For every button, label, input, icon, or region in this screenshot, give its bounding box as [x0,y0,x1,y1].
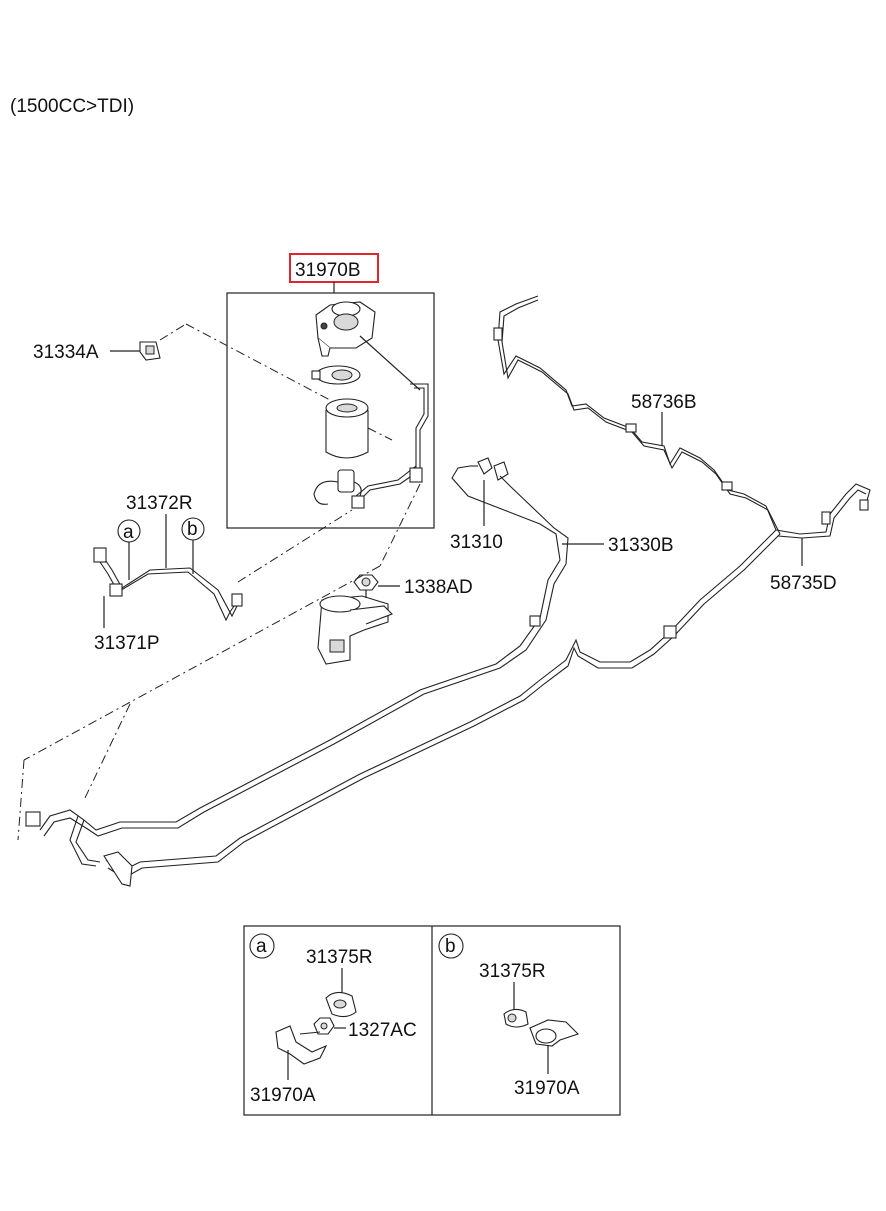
dash-cartridge [367,427,393,441]
engine-condition-label: (1500CC>TDI) [10,96,134,117]
fuel-filter-cartridge[interactable] [325,398,369,459]
fuel-line-58735D[interactable] [775,483,871,539]
detail-b-marker-circle [438,933,464,959]
detail-a-callout-31375R[interactable]: 31375R [306,947,373,968]
callout-58735D[interactable]: 58735D [770,573,837,594]
detail-b-callout-31375R[interactable]: 31375R [479,961,546,982]
dash-hose-filter [237,509,353,583]
callout-1338AD[interactable]: 1338AD [404,577,473,598]
filter-inlet-pipe-inner [414,387,425,468]
dash-long-4 [83,703,131,801]
filter-gasket-ring[interactable] [311,365,361,385]
fuel-filter-head[interactable] [315,301,376,357]
filter-fitting-2 [351,495,365,509]
detail-b-bracket[interactable] [529,1019,580,1047]
dash-long-3 [17,759,25,841]
callout-31310[interactable]: 31310 [450,532,503,553]
nut-1338AD[interactable] [353,574,379,591]
dash-long-2 [23,565,381,761]
connector-31310[interactable] [470,457,509,481]
water-sensor[interactable] [313,469,362,505]
fuel-line-31330B[interactable] [25,465,569,867]
dash-31334A-b [185,323,331,401]
filter-inlet-pipe [410,383,429,470]
detail-b-marker: b [445,936,456,957]
detail-a-callout-31970A[interactable]: 31970A [250,1085,316,1106]
fuel-line-58736B[interactable] [493,295,781,535]
detail-a-marker: a [256,936,267,957]
fuel-filter-assembly-box [226,292,435,529]
head-connector-line [359,335,421,391]
dash-31334A-a [159,323,187,341]
callout-31330B[interactable]: 31330B [608,535,674,556]
return-fuel-line[interactable] [103,529,781,887]
marker-a-label: a [123,522,134,543]
callout-31372R[interactable]: 31372R [126,493,193,514]
detail-a-marker-circle [249,933,275,959]
filter-fitting [409,467,423,483]
detail-a-callout-1327AC[interactable]: 1327AC [348,1020,417,1041]
clip-31334A[interactable] [139,341,161,361]
dash-long-1 [379,483,421,567]
filter-bracket[interactable] [317,595,393,665]
fuel-hose-31372R[interactable] [93,547,243,622]
detail-a-nut[interactable] [313,1017,335,1035]
detail-a-grommet[interactable] [325,991,357,1018]
detail-a-bracket[interactable] [275,1025,328,1065]
marker-b-label: b [187,519,198,540]
detail-b-callout-31970A[interactable]: 31970A [514,1078,580,1099]
detail-b-grommet[interactable] [503,1008,529,1028]
callout-31970B[interactable]: 31970B [295,260,361,281]
callout-58736B[interactable]: 58736B [631,392,697,413]
filter-outlet-pipe-inner [355,465,417,497]
callout-31371P[interactable]: 31371P [94,633,160,654]
callout-31334A[interactable]: 31334A [33,342,99,363]
